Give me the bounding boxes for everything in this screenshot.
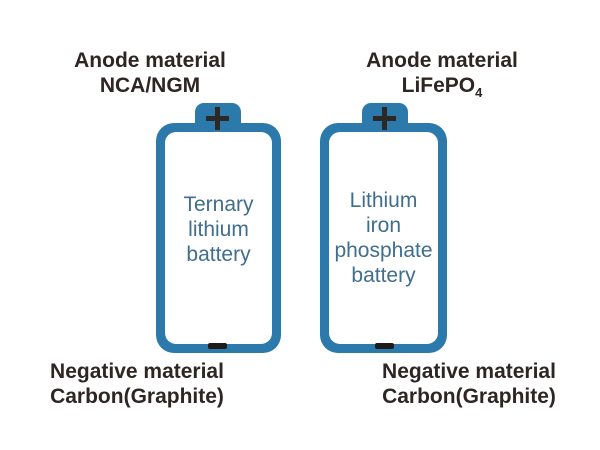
right-battery-name: Lithium iron phosphate battery	[334, 189, 433, 287]
left-negative-terminal-icon	[208, 343, 227, 349]
left-positive-terminal-icon	[206, 107, 229, 130]
right-negative-material-label-line1: Negative material	[382, 360, 556, 383]
right-anode-material-formula-subscript: 4	[475, 85, 483, 100]
left-negative-material-label-line1: Negative material	[50, 360, 224, 383]
right-anode-material-label-line1: Anode material	[366, 49, 518, 72]
right-negative-terminal-icon	[375, 343, 394, 349]
right-anode-material-formula: LiFePO4	[322, 73, 562, 105]
right-positive-terminal-icon	[373, 107, 396, 130]
left-anode-material-label-line2: NCA/NGM	[99, 74, 201, 97]
left-battery-name: Ternary lithium battery	[183, 193, 254, 266]
left-anode-material-label-line1: Anode material	[74, 49, 226, 72]
right-negative-material-label-line2: Carbon(Graphite)	[382, 385, 556, 408]
right-battery-body: Lithium iron phosphate battery	[320, 123, 447, 353]
right-battery-interior: Lithium iron phosphate battery	[329, 132, 438, 344]
left-battery-body: Ternary lithium battery	[156, 123, 281, 353]
left-battery-interior: Ternary lithium battery	[165, 132, 272, 344]
left-anode-material-label: Anode material NCA/NGM	[30, 48, 270, 98]
right-anode-material-label: Anode material LiFePO4	[322, 48, 562, 105]
right-anode-material-formula-base: LiFePO	[401, 74, 476, 97]
left-negative-material-label: Negative material Carbon(Graphite)	[17, 359, 257, 409]
right-negative-material-label: Negative material Carbon(Graphite)	[349, 359, 589, 409]
left-negative-material-label-line2: Carbon(Graphite)	[50, 385, 224, 408]
